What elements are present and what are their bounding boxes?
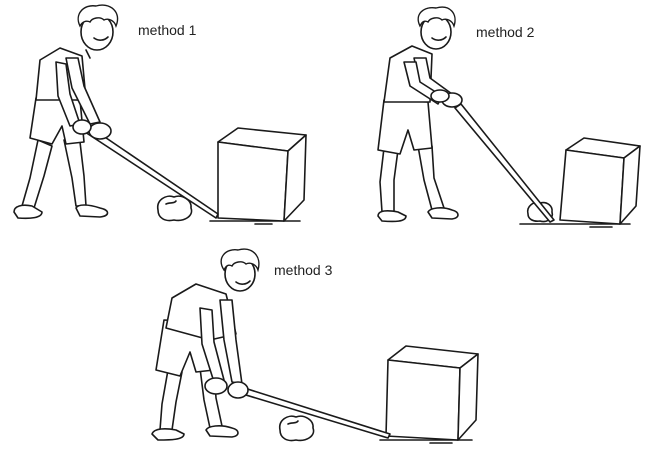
person-2 — [377, 6, 463, 223]
box-3 — [385, 345, 479, 441]
box-2 — [559, 137, 641, 225]
pebble-3 — [278, 415, 315, 442]
pebble-1 — [156, 195, 193, 222]
person-3 — [151, 248, 260, 441]
box-1 — [217, 127, 307, 222]
method-1-label: method 1 — [138, 22, 197, 38]
method-3-label: method 3 — [274, 262, 333, 278]
person-1 — [13, 4, 119, 220]
method-2-label: method 2 — [476, 24, 535, 40]
